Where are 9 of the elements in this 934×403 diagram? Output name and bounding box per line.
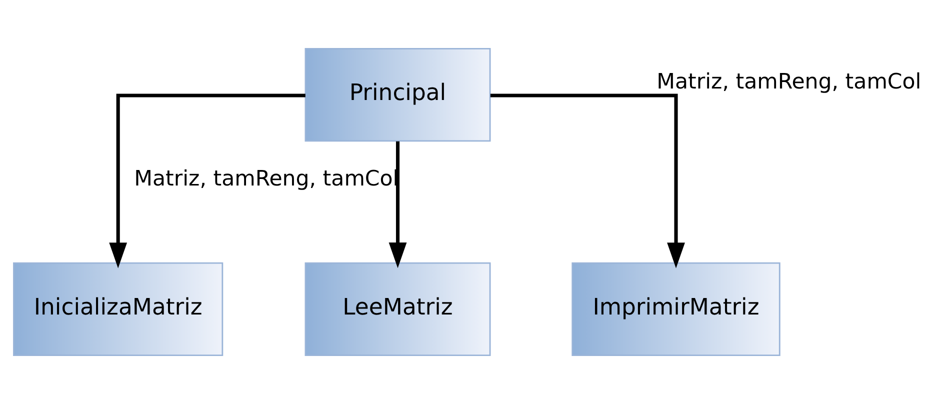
edge-label: Matriz, tamReng, tamCol (656, 68, 922, 94)
edge-label: Matriz, tamReng, tamCol (134, 166, 399, 192)
arrow (490, 93, 685, 268)
node-box: LeeMatriz (304, 262, 491, 356)
node-box: ImprimirMatriz (572, 262, 780, 356)
arrow (109, 93, 306, 268)
node-box: Principal (304, 47, 491, 142)
arrow (388, 140, 407, 268)
node-box: InicializaMatriz (13, 262, 224, 356)
